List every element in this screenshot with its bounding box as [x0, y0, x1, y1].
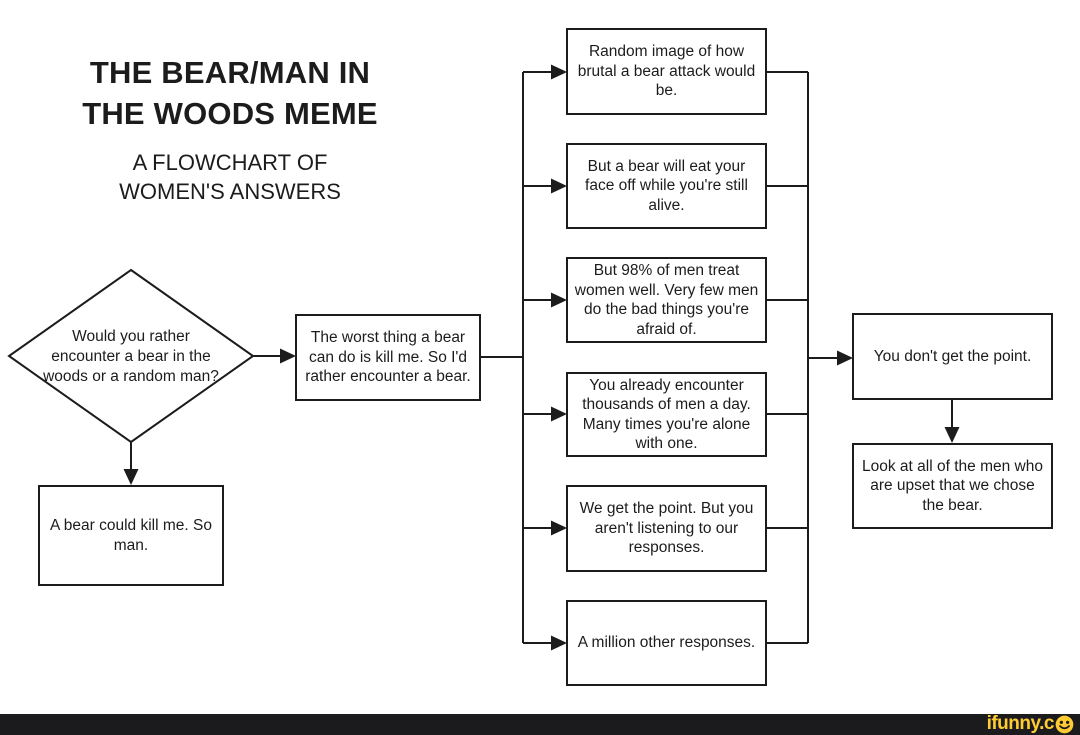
smiley-icon	[1055, 715, 1074, 733]
page-title: THE BEAR/MAN IN THE WOODS MEME	[30, 52, 430, 134]
title-line-2: THE WOODS MEME	[82, 96, 378, 131]
arrow-down-icon	[123, 469, 139, 485]
subtitle-line-1: A FLOWCHART OF	[132, 150, 328, 175]
node-response-5: We get the point. But you aren't listeni…	[566, 485, 767, 572]
node-man-answer: A bear could kill me. So man.	[38, 485, 224, 586]
arrow-right-icon	[551, 406, 567, 422]
decision-question-text: Would you rather encounter a bear in the…	[43, 328, 219, 385]
arrow-right-icon	[551, 520, 567, 536]
arrow-right-icon	[551, 635, 567, 651]
ifunny-logo-text: ifunny.c	[986, 713, 1055, 734]
arrow-down-icon	[944, 427, 960, 443]
node-response-2: But a bear will eat your face off while …	[566, 143, 767, 229]
arrow-right-icon	[551, 64, 567, 80]
page-subtitle: A FLOWCHART OF WOMEN'S ANSWERS	[30, 148, 430, 206]
node-response-6: A million other responses.	[566, 600, 767, 686]
arrow-right-icon	[551, 178, 567, 194]
node-bear-answer: The worst thing a bear can do is kill me…	[295, 314, 481, 401]
node-response-3: But 98% of men treat women well. Very fe…	[566, 257, 767, 343]
ifunny-watermark-bar: ifunny.c	[0, 713, 1080, 735]
node-conclusion: Look at all of the men who are upset tha…	[852, 443, 1053, 529]
arrow-right-icon	[551, 292, 567, 308]
arrow-right-icon	[280, 348, 296, 364]
connector-lines	[130, 71, 953, 644]
node-response-4: You already encounter thousands of men a…	[566, 372, 767, 457]
node-reply: You don't get the point.	[852, 313, 1053, 400]
arrowheads	[123, 64, 960, 651]
subtitle-line-2: WOMEN'S ANSWERS	[119, 179, 341, 204]
title-line-1: THE BEAR/MAN IN	[89, 55, 371, 90]
title-block: THE BEAR/MAN IN THE WOODS MEME A FLOWCHA…	[30, 52, 430, 206]
node-response-1: Random image of how brutal a bear attack…	[566, 28, 767, 115]
ifunny-logo: ifunny.c	[987, 713, 1074, 735]
arrow-right-icon	[837, 350, 853, 366]
